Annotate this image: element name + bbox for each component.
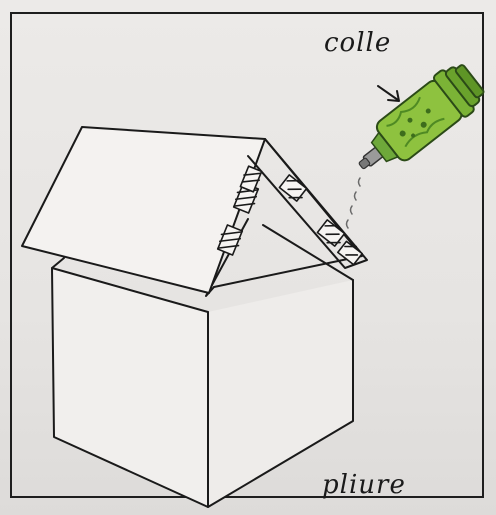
house-right-wall [207, 279, 354, 508]
arrow-icon [377, 85, 400, 102]
glue-label: colle [324, 28, 392, 58]
house-left-wall [51, 267, 209, 508]
glue-drops [345, 177, 361, 229]
glue-tab-group-left [216, 165, 263, 256]
house-side-gable [262, 224, 354, 281]
panel-border [10, 12, 484, 498]
house-top-edge [51, 257, 65, 269]
paper-house-icon [21, 126, 368, 508]
house-roof-right-panel [247, 138, 368, 269]
fold-label: pliure [322, 470, 406, 500]
glue-tab-group-right [278, 174, 363, 266]
house-roof-left [21, 126, 266, 294]
glue-tube-icon [358, 64, 485, 170]
